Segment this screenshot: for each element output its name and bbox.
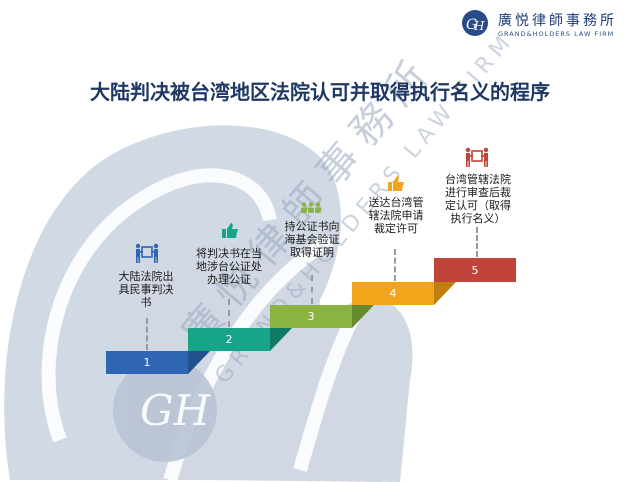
step-1-number: 1 (143, 356, 151, 369)
group-people-icon (301, 202, 321, 213)
step-5-block: 5 (434, 258, 516, 282)
step-3-connector (311, 275, 313, 304)
step-5-label: 台湾管辖法院 进行审查后裁 定认可（取得 执行名义） (445, 173, 511, 225)
step-4-connector (394, 249, 396, 281)
step-1-label: 大陆法院出 具民事判决 书 (118, 270, 174, 309)
firm-monogram-icon: G H (462, 10, 488, 36)
firm-logo: G H 廣悦律師事務所 GRAND&HOLDERS LAW FIRM (460, 8, 635, 42)
step-3-number: 3 (307, 310, 315, 323)
people-carry-box-icon (135, 243, 159, 263)
step-2-block: 2 (188, 328, 270, 351)
step-3-block: 3 (270, 305, 352, 328)
svg-text:G: G (466, 17, 477, 33)
step-4-label: 送达台湾管 辖法院申请 裁定许可 (368, 196, 424, 235)
step-1-riser (188, 351, 210, 374)
step-4-number: 4 (389, 287, 397, 300)
page-title: 大陆判决被台湾地区法院认可并取得执行名义的程序 (90, 80, 550, 104)
step-5-connector (476, 227, 478, 257)
svg-text:H: H (473, 19, 485, 33)
people-carry-box-icon (465, 147, 489, 167)
thumbs-up-icon (388, 176, 404, 191)
step-1-block: 1 (106, 351, 188, 374)
step-2-number: 2 (225, 333, 233, 346)
thumbs-up-icon (222, 223, 238, 238)
step-3-riser (352, 305, 374, 328)
step-5-number: 5 (471, 263, 479, 277)
step-4-block: 4 (352, 282, 434, 305)
step-3-label: 持公证书向 海基会验证 取得证明 (284, 220, 340, 259)
step-2-label: 将判决书在当 地涉台公证处 办理公证 (196, 247, 262, 286)
svg-text:GH: GH (140, 386, 212, 435)
step-2-connector (228, 299, 230, 327)
step-2-riser (270, 328, 292, 351)
step-1-connector (146, 318, 148, 350)
firm-name-cn: 廣悦律師事務所 (498, 13, 617, 29)
step-4-riser (434, 282, 456, 305)
firm-name-en: GRAND&HOLDERS LAW FIRM (498, 30, 615, 38)
